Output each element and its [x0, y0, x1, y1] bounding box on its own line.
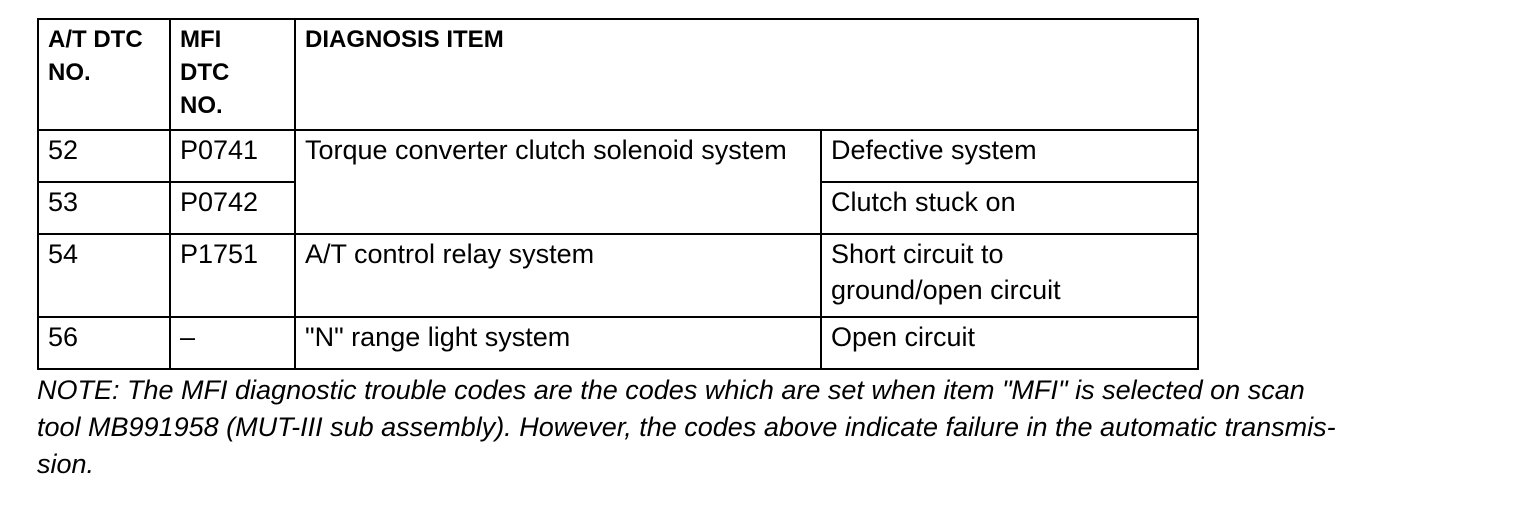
- cell-detail: Short circuit to ground/open circuit: [820, 233, 1199, 318]
- cell-at-dtc: 53: [37, 181, 171, 235]
- header-diagnosis-item: DIAGNOSIS ITEM: [294, 18, 1199, 131]
- cell-at-dtc: 54: [37, 233, 171, 318]
- note-line: sion.: [37, 449, 95, 479]
- cell-diagnosis-item: "N" range light system: [294, 316, 822, 370]
- table-row: 52 P0741 Torque converter clutch solenoi…: [37, 129, 1199, 235]
- cell-mfi-dtc: P0741: [169, 129, 296, 183]
- note-line: NOTE: The MFI diagnostic trouble codes a…: [37, 375, 1305, 405]
- note-line: tool MB991958 (MUT-III sub assembly). Ho…: [37, 412, 1336, 442]
- cell-at-dtc: 56: [37, 316, 171, 370]
- note-text: NOTE: The MFI diagnostic trouble codes a…: [37, 372, 1507, 483]
- cell-mfi-dtc: P1751: [169, 233, 296, 318]
- cell-diagnosis-item: A/T control relay system: [294, 233, 822, 318]
- header-at-dtc-no: A/T DTC NO.: [37, 18, 171, 131]
- table-row: 56 – "N" range light system Open circuit: [37, 316, 1199, 370]
- cell-at-dtc: 52: [37, 129, 171, 183]
- header-row: A/T DTC NO. MFI DTC NO. DIAGNOSIS ITEM: [37, 18, 1199, 131]
- cell-mfi-dtc: P0742: [169, 181, 296, 235]
- dtc-table: A/T DTC NO. MFI DTC NO. DIAGNOSIS ITEM 5…: [37, 18, 1199, 370]
- table-row: 53 P0742 Clutch stuck on: [37, 181, 1199, 235]
- header-mfi-dtc-no: MFI DTC NO.: [169, 18, 296, 131]
- cell-detail: Clutch stuck on: [820, 181, 1199, 235]
- table-row: 54 P1751 A/T control relay system Short …: [37, 233, 1199, 318]
- cell-mfi-dtc: –: [169, 316, 296, 370]
- cell-diagnosis-item: Torque converter clutch solenoid system: [294, 129, 822, 235]
- cell-detail: Defective system: [820, 129, 1199, 183]
- cell-detail: Open circuit: [820, 316, 1199, 370]
